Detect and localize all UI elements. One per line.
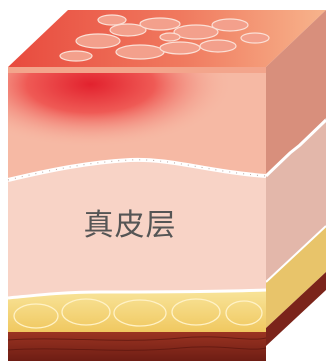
muscle-layer (8, 332, 266, 361)
dermis-label: 真皮层 (0, 200, 260, 244)
fat-layer (8, 290, 266, 332)
block-right-side (266, 10, 326, 346)
